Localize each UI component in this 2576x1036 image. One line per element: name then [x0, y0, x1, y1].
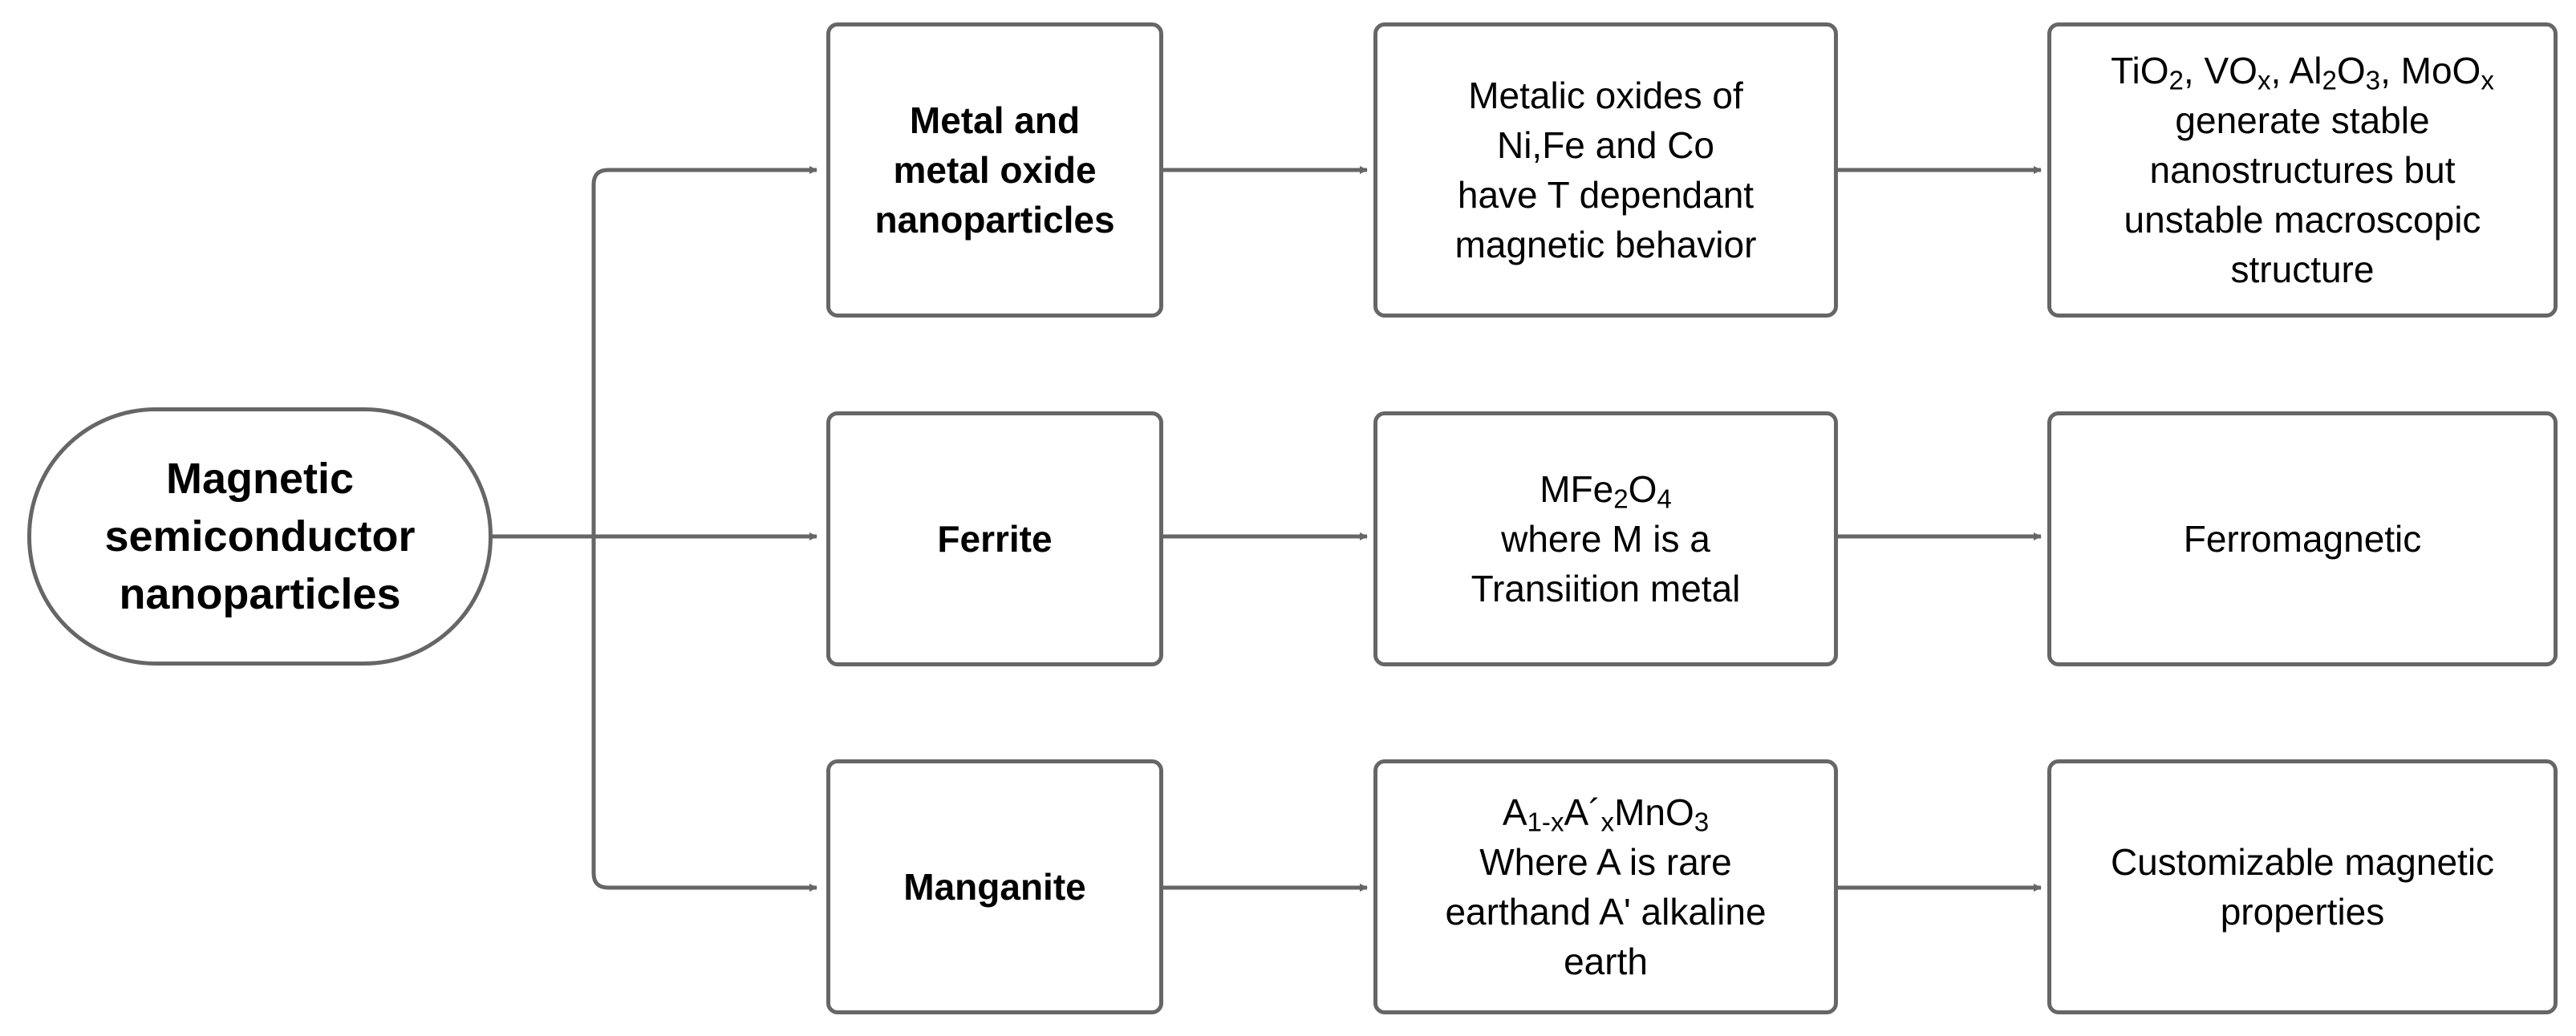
text-line: metal oxide	[893, 149, 1097, 191]
text-line: TiO2, VOx, Al2O3, MoOx	[2111, 50, 2494, 96]
text-line: structure	[2230, 249, 2375, 290]
property-node-ferrite: Ferromagnetic	[2047, 411, 2558, 666]
root-node-label: Magnetic semiconductor nanoparticles	[104, 450, 415, 623]
text-line: nanostructures but	[2149, 149, 2456, 191]
description-label-metal-oxide: Metalic oxides of Ni,Fe and Co have T depe…	[1455, 71, 1757, 269]
text-line: Metal and	[909, 99, 1081, 141]
text-line: Magnetic	[165, 455, 355, 503]
text-line: Metalic oxides of	[1468, 75, 1743, 116]
text-line: Manganite	[903, 866, 1086, 908]
root-to-metal-oxide-arrow	[493, 166, 817, 539]
category-label-manganite: Manganite	[903, 862, 1085, 912]
text-line: have T dependant	[1457, 174, 1755, 216]
text-line: unstable macroscopic	[2124, 199, 2481, 241]
category-node-manganite: Manganite	[826, 759, 1163, 1014]
root-to-manganite-arrow	[591, 536, 817, 892]
text-line: Ferromagnetic	[2183, 518, 2422, 560]
text-line: Transiition metal	[1471, 568, 1741, 609]
text-line: semiconductor	[104, 512, 416, 560]
description-node-metal-oxide: Metalic oxides of Ni,Fe and Co have T depe…	[1373, 22, 1838, 318]
category-node-ferrite: Ferrite	[826, 411, 1163, 666]
text-line: Ferrite	[937, 518, 1053, 560]
text-line: Ni,Fe and Co	[1496, 124, 1714, 166]
text-line: nanoparticles	[119, 570, 401, 618]
category-node-metal-oxide: Metal and metal oxide nanoparticles	[826, 22, 1163, 318]
property-node-manganite: Customizable magnetic properties	[2047, 759, 2558, 1014]
text-line: Where A is rare	[1479, 841, 1732, 883]
text-line: earth	[1564, 941, 1648, 982]
text-line: A1-xA´xMnO3	[1502, 791, 1710, 838]
category-label-ferrite: Ferrite	[937, 514, 1052, 564]
property-label-manganite: Customizable magnetic properties	[2111, 837, 2494, 937]
text-line: earthand A' alkaline	[1445, 891, 1767, 933]
text-line: properties	[2220, 891, 2385, 933]
text-line: Customizable magnetic	[2110, 841, 2495, 883]
text-line: nanoparticles	[874, 199, 1115, 241]
text-line: where M is a	[1501, 518, 1710, 560]
category-label-metal-oxide: Metal and metal oxide nanoparticles	[874, 95, 1114, 245]
text-line: generate stable	[2175, 99, 2430, 141]
property-label-ferrite: Ferromagnetic	[2184, 514, 2422, 564]
root-node: Magnetic semiconductor nanoparticles	[27, 407, 493, 666]
text-line: magnetic behavior	[1454, 224, 1757, 265]
text-line: MFe2O4	[1540, 468, 1672, 515]
